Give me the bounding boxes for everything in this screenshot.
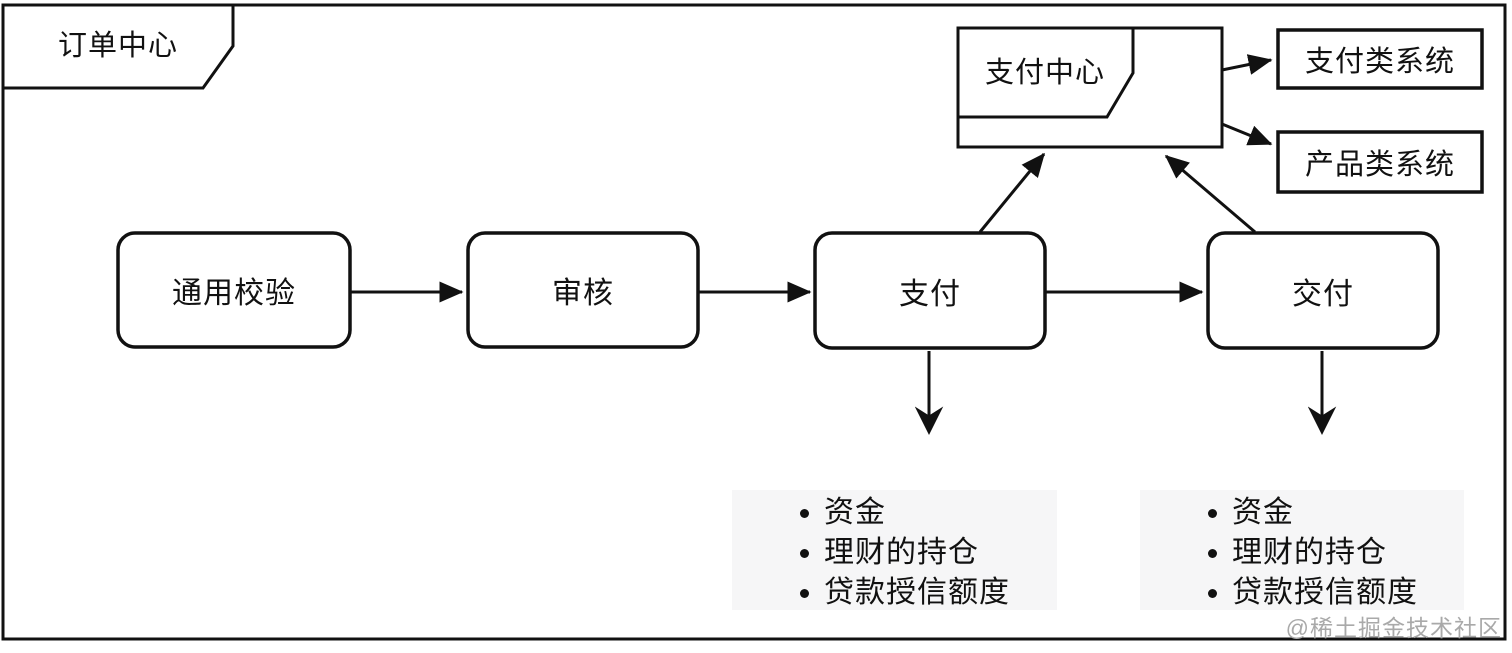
step-box-delivery (1206, 231, 1440, 350)
arrow-delivery-to-payment-center (1164, 154, 1256, 234)
payment-center-box-tab (956, 26, 1135, 119)
payment-center-label: 支付中心 (984, 57, 1105, 89)
list-item: 资金 (1232, 493, 1464, 533)
payment-systems-box (1276, 28, 1484, 90)
list-item: 理财的持仓 (824, 533, 1057, 573)
product-systems-label: 产品类系统 (1304, 149, 1455, 181)
arrow-payment-center-to-product-systems (1221, 122, 1273, 146)
list-item: 贷款授信额度 (824, 573, 1057, 613)
step-box-validation (116, 231, 352, 349)
delivery-ledger-list: 资金 理财的持仓 贷款授信额度 (1140, 493, 1464, 613)
order-center-frame-tab (1, 3, 235, 90)
payment-systems-label: 支付类系统 (1304, 46, 1455, 78)
delivery-ledger-panel: 资金 理财的持仓 贷款授信额度 (1140, 490, 1464, 610)
list-item: 贷款授信额度 (1232, 573, 1464, 613)
step-label-review: 审核 (552, 277, 614, 310)
payment-ledger-panel: 资金 理财的持仓 贷款授信额度 (732, 490, 1057, 610)
arrow-payment-center-to-payment-systems (1221, 54, 1273, 75)
step-label-validation: 通用校验 (172, 277, 296, 310)
step-label-payment: 支付 (899, 277, 961, 311)
step-label-delivery: 交付 (1292, 277, 1354, 311)
list-item: 资金 (824, 493, 1057, 533)
frame-title: 订单中心 (57, 30, 178, 62)
payment-ledger-list: 资金 理财的持仓 贷款授信额度 (732, 493, 1057, 613)
arrow-payment-to-payment-center (978, 152, 1046, 233)
step-box-review (466, 231, 700, 349)
list-item: 理财的持仓 (1232, 533, 1464, 573)
watermark: @稀土掘金技术社区 (1285, 615, 1502, 641)
product-systems-box (1276, 130, 1484, 194)
